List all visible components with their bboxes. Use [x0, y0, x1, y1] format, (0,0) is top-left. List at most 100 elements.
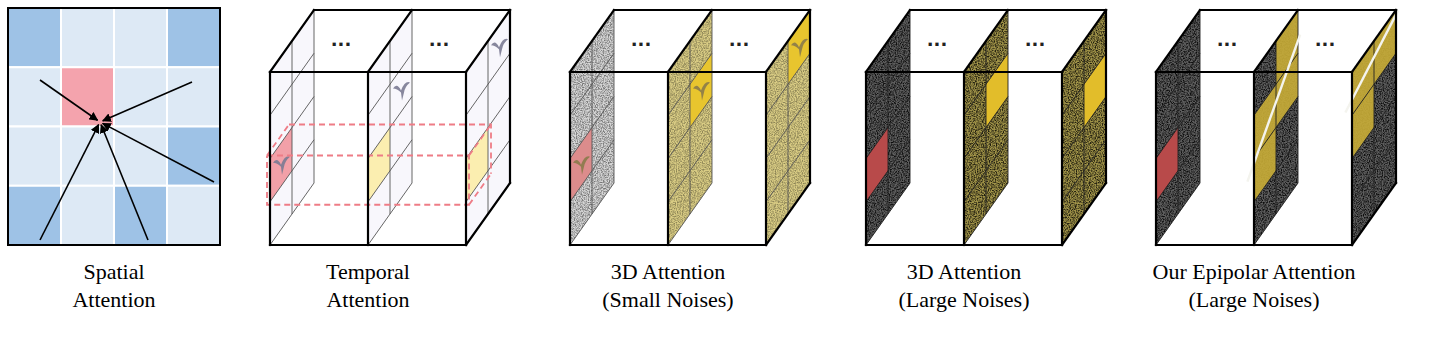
epipolar-line [1247, 35, 1300, 182]
cube-edge [570, 244, 766, 246]
cube-edge [1352, 10, 1396, 72]
video-frame [466, 10, 510, 245]
frame-noise [668, 10, 712, 245]
grid-line [314, 10, 315, 183]
cube-edge [270, 244, 466, 246]
grid-line [592, 41, 593, 214]
video-frame [866, 10, 910, 245]
spatial-grid [8, 8, 220, 245]
cube-edge [766, 183, 810, 245]
attended-cell [368, 128, 390, 202]
attended-cell [788, 10, 810, 84]
cube-edge [964, 10, 1008, 72]
grid-line [1200, 10, 1201, 183]
cube-edge [1155, 72, 1157, 245]
attended-cell [1254, 128, 1276, 202]
bird-icon [693, 82, 710, 100]
cube-edge [614, 9, 810, 11]
frame-noise [1062, 10, 1106, 245]
cube-edge [314, 9, 510, 11]
query-cell [570, 128, 592, 202]
cube-edge [866, 244, 1062, 246]
grid-line [390, 41, 391, 214]
cube-edge [269, 72, 271, 245]
attention-arrow [103, 82, 192, 121]
cube-edge [963, 72, 965, 245]
grid-line [292, 41, 293, 214]
video-frame [964, 10, 1008, 245]
grid-cell [8, 67, 61, 126]
panel-caption: 3D Attention (Small Noises) [581, 258, 756, 314]
grid-line [1254, 72, 1255, 245]
cube-edge [466, 10, 510, 72]
cube-edge [368, 10, 412, 72]
grid-line [466, 72, 467, 245]
cube-edge [1254, 10, 1298, 72]
ellipsis-mark: ... [1025, 31, 1046, 49]
grid-line [510, 10, 511, 183]
ellipsis-mark: ... [1217, 31, 1238, 49]
grid-line [810, 10, 811, 183]
grid-line [712, 10, 713, 183]
attention-arrow [40, 80, 98, 120]
bird-icon [573, 156, 590, 174]
grid-line [614, 10, 615, 183]
ellipsis-mark: ... [429, 31, 450, 49]
grid-cell [167, 186, 220, 245]
cube-edge [270, 10, 314, 72]
cube-edge [569, 72, 571, 245]
grid-line [570, 72, 571, 245]
video-frame [570, 10, 614, 245]
bird-icon [491, 39, 508, 57]
video-frame [1156, 10, 1200, 245]
grid-line [368, 72, 369, 245]
video-frame [1352, 10, 1396, 245]
grid-cell [114, 186, 167, 245]
cube-edge [766, 10, 810, 72]
cube-edge [270, 71, 466, 73]
attention-arrow [103, 123, 214, 182]
grid-line [1062, 72, 1063, 245]
grid-line [1178, 41, 1179, 214]
bird-icon [393, 82, 410, 100]
grid-line [788, 41, 789, 214]
attention-arrow [40, 125, 99, 240]
grid-line [964, 72, 965, 245]
panel-caption: Spatial Attention [49, 258, 179, 314]
attended-cell [690, 53, 712, 127]
cube-edge [509, 10, 511, 183]
cube-edge [1105, 10, 1107, 183]
frame-cube [866, 10, 1106, 245]
cube-edge [865, 72, 867, 245]
frame-noise [766, 10, 810, 245]
video-frame [668, 10, 712, 245]
frame-noise [866, 10, 910, 245]
grid-line [766, 72, 767, 245]
temporal-tube [469, 125, 491, 156]
cube-edge [910, 9, 1106, 11]
cube-edge [866, 10, 910, 72]
ellipsis-mark: ... [631, 31, 652, 49]
frame-cube [267, 10, 510, 245]
grid-line [1084, 41, 1085, 214]
ellipsis-mark: ... [331, 31, 352, 49]
grid-cell [61, 186, 114, 245]
cube-edge [1156, 71, 1352, 73]
grid-line [668, 72, 669, 245]
cube-edge [1156, 10, 1200, 72]
cube-edge [1062, 183, 1106, 245]
grid-line [270, 72, 271, 245]
cube-edge [1062, 10, 1106, 72]
ellipsis-mark: ... [729, 31, 750, 49]
epipolar-line [1345, 10, 1398, 112]
frame-cube [1156, 10, 1398, 245]
cube-edge [1156, 244, 1352, 246]
video-frame [1254, 10, 1298, 245]
grid-cell [61, 67, 114, 126]
grid-line [888, 41, 889, 214]
cube-edge [1395, 10, 1397, 183]
grid-cell [167, 67, 220, 126]
cube-edge [667, 72, 669, 245]
cube-edge [1061, 72, 1063, 245]
